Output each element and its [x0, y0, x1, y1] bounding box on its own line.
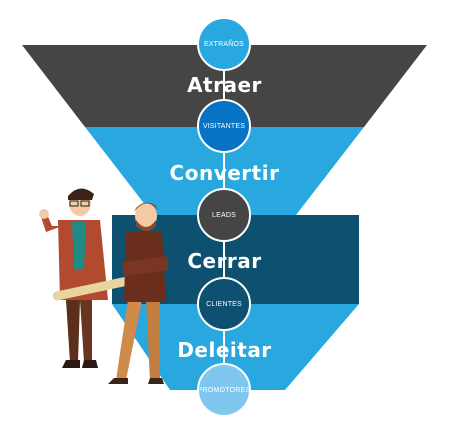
circle-promotores: PROMOTORES — [197, 363, 251, 417]
circle-clientes: CLIENTES — [197, 277, 251, 331]
circle-extranos: EXTRAÑOS — [197, 17, 251, 71]
circle-label-clientes: CLIENTES — [206, 300, 242, 308]
stage-label-deleitar: Deleitar — [177, 338, 272, 362]
circle-label-visitantes: VISITANTES — [202, 122, 246, 130]
circle-label-promotores: PROMOTORES — [197, 386, 251, 394]
stage-label-cerrar: Cerrar — [187, 249, 262, 273]
circle-visitantes: VISITANTES — [197, 99, 251, 153]
man-with-glasses-figure — [39, 188, 132, 368]
man-arms-crossed-figure — [108, 202, 168, 384]
funnel-stage-deleitar — [112, 304, 359, 390]
stage-label-atraer: Atraer — [187, 73, 262, 97]
circle-leads: LEADS — [197, 188, 251, 242]
circle-label-extranos: EXTRAÑOS — [203, 40, 245, 48]
funnel-stage-cerrar — [112, 215, 359, 304]
circle-label-leads: LEADS — [212, 211, 236, 219]
stage-label-convertir: Convertir — [169, 161, 280, 185]
